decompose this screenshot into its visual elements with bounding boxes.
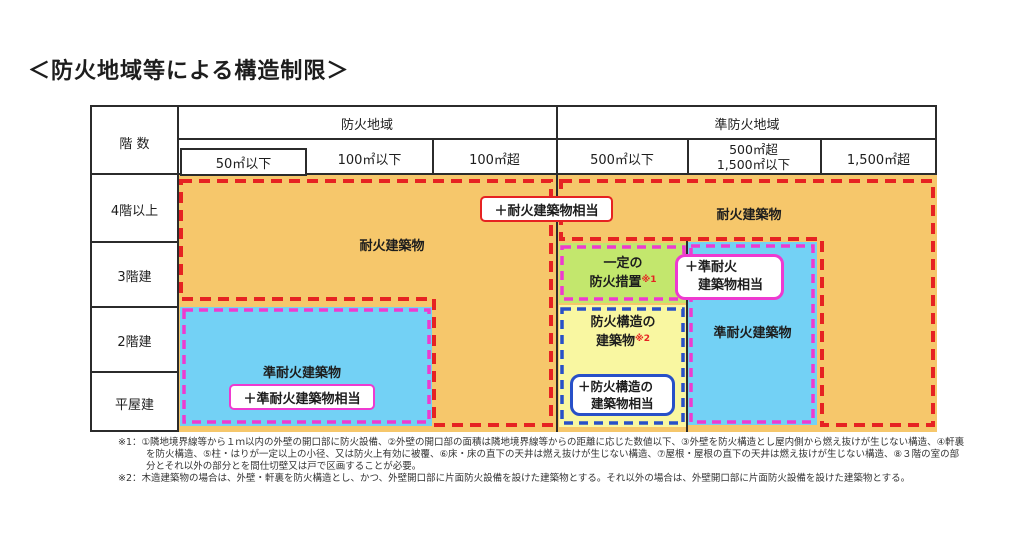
row-header-3-floors: 3階建 xyxy=(117,270,152,285)
semi-fireproof-equivalent-box-right: ＋準耐火 建築物相当 xyxy=(675,254,784,300)
grid-line-header-bottom xyxy=(92,173,937,175)
col-header-100sqm-over: 100㎡超 xyxy=(469,153,520,168)
fire-structure-equivalent-box: ＋防火構造の 建築物相当 xyxy=(570,374,675,416)
page-title: ＜防火地域等による構造制限＞ xyxy=(28,59,350,84)
footnotes: ※1：①隣地境界線等から１ｍ以内の外壁の開口部に防火設備、②外壁の開口部の面積は… xyxy=(118,437,966,486)
row-header-1-floor: 平屋建 xyxy=(114,398,154,413)
fire-measures-line1: 一定の xyxy=(603,256,643,271)
grid-line xyxy=(687,138,689,174)
semi-fireproof-label-left: 準耐火建築物 xyxy=(262,366,341,381)
col-header-100sqm-under: 100㎡以下 xyxy=(337,153,402,168)
grid-line xyxy=(177,138,937,140)
footnote-1: ※1：①隣地境界線等から１ｍ以内の外壁の開口部に防火設備、②外壁の開口部の面積は… xyxy=(118,437,965,472)
fire-measures-line2: 防火措置※1 xyxy=(589,275,657,290)
col-header-500sqm-under: 500㎡以下 xyxy=(590,153,654,168)
corner-header-floors: 階 数 xyxy=(119,137,150,152)
structure-restriction-table: 一定の 防火措置※1 防火構造の 建築物※2 準耐火建築物 階 数 防火地域 準… xyxy=(90,105,937,432)
semi-fireproof-label-right: 準耐火建築物 xyxy=(713,326,792,341)
zone-header-semi-fire: 準防火地域 xyxy=(714,118,780,133)
fireproof-building-label-left: 耐火建築物 xyxy=(359,239,425,254)
certain-fire-measures-cell: 一定の 防火措置※1 xyxy=(559,243,687,303)
zone-header-fire: 防火地域 xyxy=(340,118,393,133)
footnote-ref-1: ※1 xyxy=(641,275,657,285)
grid-line xyxy=(92,241,177,243)
grid-line xyxy=(820,138,822,174)
semi-fireproof-equivalent-box-left: ＋準耐火建築物相当 xyxy=(229,384,375,410)
footnote-2: ※2：木造建築物の場合は、外壁・軒裏を防火構造とし、かつ、外壁開口部に片面防火設… xyxy=(118,473,911,485)
col-header-1500sqm-over: 1,500㎡超 xyxy=(846,153,911,168)
row-header-2-floors: 2階建 xyxy=(117,335,152,350)
fireproof-building-label-right: 耐火建築物 xyxy=(716,208,782,223)
fire-structure-label: 防火構造の 建築物※2 xyxy=(590,315,656,349)
grid-line xyxy=(92,371,177,373)
col-header-50sqm: 50㎡以下 xyxy=(180,148,307,176)
grid-line-zone-boundary xyxy=(556,107,558,432)
footnote-ref-2: ※2 xyxy=(635,334,651,344)
col-header-500-1500sqm: 500㎡超 1,500㎡以下 xyxy=(716,142,791,172)
grid-line xyxy=(92,306,177,308)
grid-line xyxy=(432,138,434,174)
row-header-4-floors: 4階以上 xyxy=(110,204,159,219)
grid-line xyxy=(177,107,179,432)
fireproof-equivalent-box: ＋耐火建築物相当 xyxy=(480,196,613,222)
